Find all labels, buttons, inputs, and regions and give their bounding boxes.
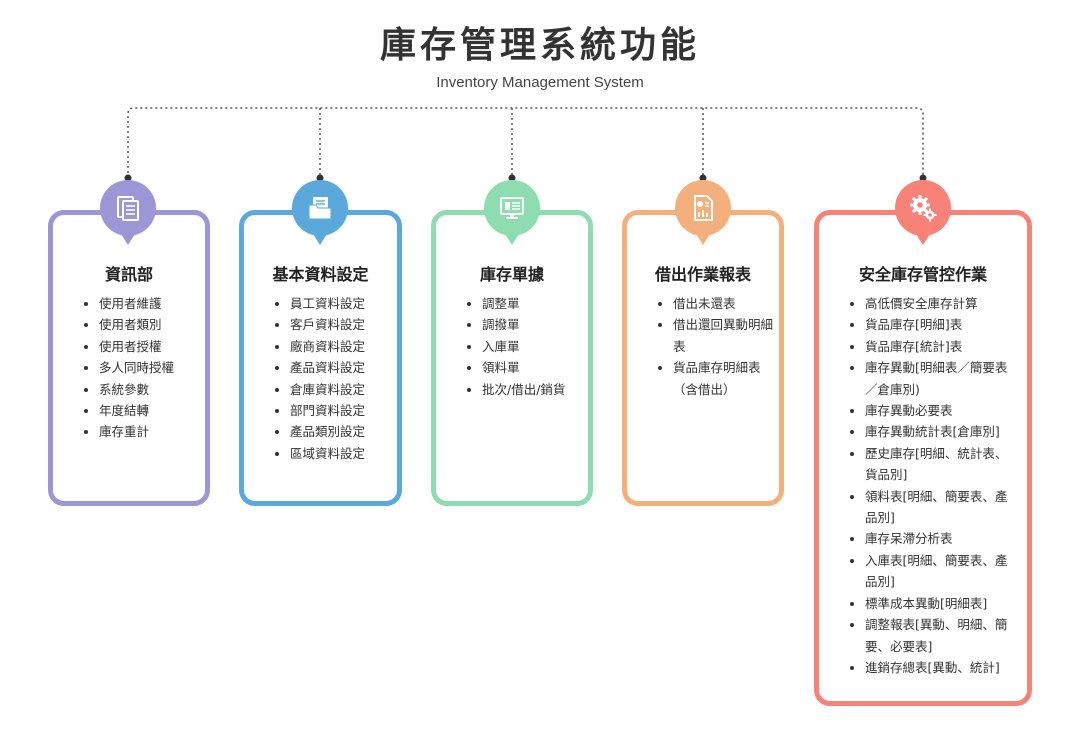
card-list-item: 標準成本異動[明細表] xyxy=(865,593,1013,614)
card-basic-settings: 基本資料設定 員工資料設定客戶資料設定廠商資料設定產品資料設定倉庫資料設定部門資… xyxy=(239,210,402,506)
card-list-item: 使用者授權 xyxy=(99,336,199,357)
card-list-item: 入庫表[明細、簡要表、產品別] xyxy=(865,550,1013,593)
connector-dot xyxy=(316,174,324,182)
card-list-item: 區域資料設定 xyxy=(290,443,391,464)
connector-dot xyxy=(508,174,516,182)
card-list-item: 借出還回異動明細表 xyxy=(673,314,773,357)
card-list-item: 使用者維護 xyxy=(99,293,199,314)
card-title: 基本資料設定 xyxy=(272,265,369,284)
card-list-item: 調整報表[異動、明細、簡要、必要表] xyxy=(865,614,1013,657)
connector-dot xyxy=(919,174,927,182)
card-list-item: 批次/借出/銷貨 xyxy=(482,379,582,400)
card-list-item: 調整單 xyxy=(482,293,582,314)
card-info-dept: 資訊部 使用者維護使用者類別使用者授權多人同時授權系統參數年度結轉庫存重計 xyxy=(48,210,210,506)
page-title: 庫存管理系統功能 xyxy=(379,25,700,66)
card-title: 庫存單據 xyxy=(479,265,544,284)
card-list-item: 高低價安全庫存計算 xyxy=(865,293,1013,314)
card-list-item: 多人同時授權 xyxy=(99,357,199,378)
card-list-item: 產品資料設定 xyxy=(290,357,391,378)
monitor-icon xyxy=(484,180,540,245)
card-safety-stock: 安全庫存管控作業 高低價安全庫存計算貨品庫存[明細]表貨品庫存[統計]表庫存異動… xyxy=(814,210,1032,706)
card-list-item: 年度結轉 xyxy=(99,400,199,421)
card-list-item: 庫存異動必要表 xyxy=(865,400,1013,421)
gears-icon xyxy=(895,180,951,245)
card-list-item: 歷史庫存[明細、統計表、貨品別] xyxy=(865,443,1013,486)
card-list-item: 領料表[明細、簡要表、產品別] xyxy=(865,486,1013,529)
card-list-item: 廠商資料設定 xyxy=(290,336,391,357)
report-chart-icon xyxy=(675,180,731,245)
card-list-item: 入庫單 xyxy=(482,336,582,357)
card-list-item: 員工資料設定 xyxy=(290,293,391,314)
card-loan-reports: 借出作業報表 借出未還表借出還回異動明細表貨品庫存明細表（含借出） xyxy=(622,210,784,506)
card-item-list: 調整單調撥單入庫單領料單批次/借出/銷貨 xyxy=(468,293,582,400)
card-item-list: 員工資料設定客戶資料設定廠商資料設定產品資料設定倉庫資料設定部門資料設定產品類別… xyxy=(276,293,391,464)
documents-icon xyxy=(100,180,156,245)
card-item-list: 使用者維護使用者類別使用者授權多人同時授權系統參數年度結轉庫存重計 xyxy=(85,293,199,443)
card-list-item: 貨品庫存[統計]表 xyxy=(865,336,1013,357)
card-list-item: 使用者類別 xyxy=(99,314,199,335)
card-item-list: 高低價安全庫存計算貨品庫存[明細]表貨品庫存[統計]表庫存異動[明細表／簡要表／… xyxy=(851,293,1013,678)
card-list-item: 貨品庫存明細表（含借出） xyxy=(673,357,773,400)
card-list-item: 領料單 xyxy=(482,357,582,378)
card-list-item: 客戶資料設定 xyxy=(290,314,391,335)
card-list-item: 庫存異動統計表[倉庫別] xyxy=(865,421,1013,442)
card-list-item: 進銷存總表[異動、統計] xyxy=(865,657,1013,678)
card-list-item: 借出未還表 xyxy=(673,293,773,314)
folder-icon xyxy=(292,180,348,245)
card-title: 借出作業報表 xyxy=(654,265,751,284)
card-list-item: 庫存異動[明細表／簡要表／倉庫別) xyxy=(865,357,1013,400)
connector-dot xyxy=(699,174,707,182)
card-list-item: 產品類別設定 xyxy=(290,421,391,442)
card-list-item: 庫存呆滯分析表 xyxy=(865,528,1013,549)
card-list-item: 倉庫資料設定 xyxy=(290,379,391,400)
card-list-item: 調撥單 xyxy=(482,314,582,335)
card-list-item: 貨品庫存[明細]表 xyxy=(865,314,1013,335)
card-list-item: 庫存重計 xyxy=(99,421,199,442)
page-subtitle: Inventory Management System xyxy=(436,74,644,91)
card-item-list: 借出未還表借出還回異動明細表貨品庫存明細表（含借出） xyxy=(659,293,773,400)
connector-dot xyxy=(124,174,132,182)
card-list-item: 部門資料設定 xyxy=(290,400,391,421)
card-title: 安全庫存管控作業 xyxy=(858,265,987,284)
card-title: 資訊部 xyxy=(104,265,153,284)
card-inventory-docs: 庫存單據 調整單調撥單入庫單領料單批次/借出/銷貨 xyxy=(431,210,593,506)
card-list-item: 系統參數 xyxy=(99,379,199,400)
